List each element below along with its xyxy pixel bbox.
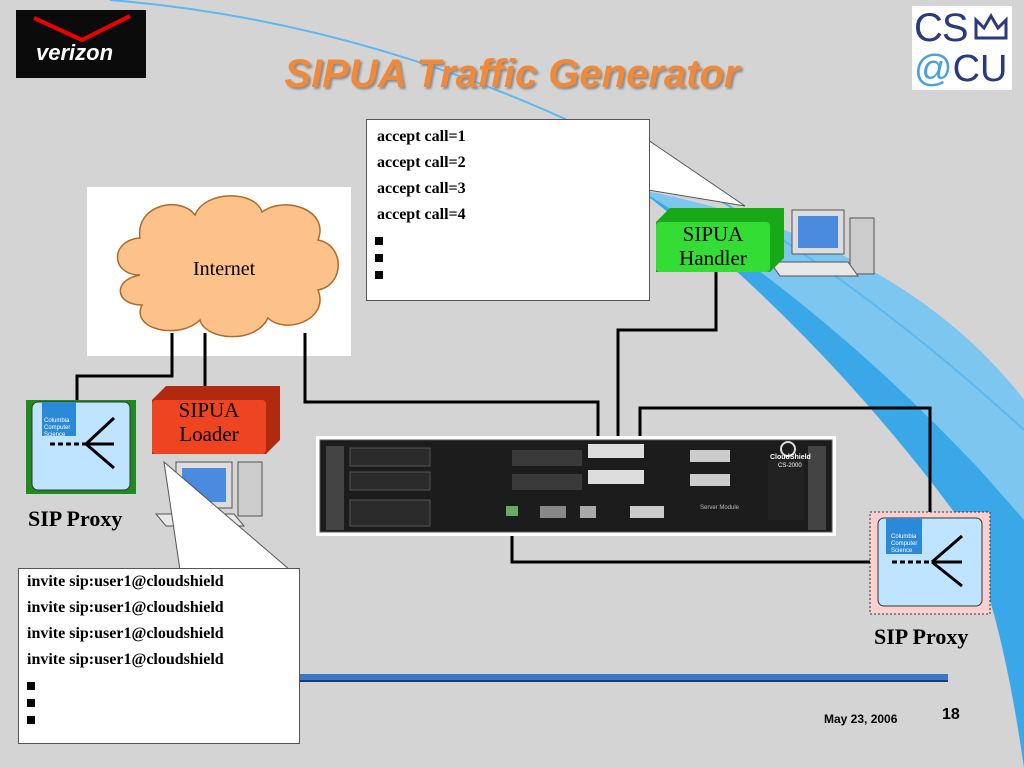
sipua-loader-box: SIPUA Loader [152,386,280,454]
device-brand: CloudShield [770,454,811,461]
handler-label-line2: Handler [679,246,747,270]
invite-line: invite sip:user1@cloudshield [27,651,224,668]
loader-label-line1: SIPUA [178,398,240,422]
sip-proxy-right-label: SIP Proxy [874,624,969,649]
bullet-marker [375,254,383,262]
bullet-marker [27,699,35,707]
accept-call-callout: accept call=1 accept call=2 accept call=… [366,119,650,301]
invite-callout: invite sip:user1@cloudshield invite sip:… [18,568,300,744]
invite-line: invite sip:user1@cloudshield [27,599,224,616]
crown-icon [974,13,1008,40]
verizon-check-icon [33,14,131,43]
device-model: CS-2000 [778,463,802,469]
columbia-cs-logo: CS @CU [912,6,1012,90]
bullet-marker [375,271,383,279]
internet-label: Internet [193,258,256,280]
slide-date: May 23, 2006 [824,712,898,726]
sip-proxy-right [869,511,991,615]
bullet-marker [27,682,35,690]
invite-line: invite sip:user1@cloudshield [27,625,224,642]
background-swoosh-inner [640,190,1024,520]
accept-call-line: accept call=3 [377,180,466,197]
bullet-marker [27,716,35,724]
bullet-marker [375,237,383,245]
accept-call-line: accept call=2 [377,154,466,171]
cs-logo-text: CS [914,6,969,50]
footer-bar [300,674,948,680]
verizon-logo-text: verizon [36,40,114,65]
handler-computer [769,209,875,277]
sip-proxy-left-label: SIP Proxy [28,506,123,531]
slide-title: SIPUA Traffic Generator [284,52,740,96]
invite-line: invite sip:user1@cloudshield [27,573,224,590]
cloudshield-device [316,436,836,536]
accept-call-line: accept call=4 [377,206,466,223]
sip-proxy-left [26,400,136,494]
handler-label-line1: SIPUA [682,222,744,246]
page-number: 18 [942,706,960,723]
loader-label-line2: Loader [179,422,239,446]
accept-call-line: accept call=1 [377,128,466,145]
verizon-logo: verizon [16,10,146,78]
cu-logo-text: @CU [914,48,1008,90]
sipua-handler-box: SIPUA Handler [656,208,784,272]
device-module: Server Module [700,505,740,511]
internet-cloud [116,195,339,338]
